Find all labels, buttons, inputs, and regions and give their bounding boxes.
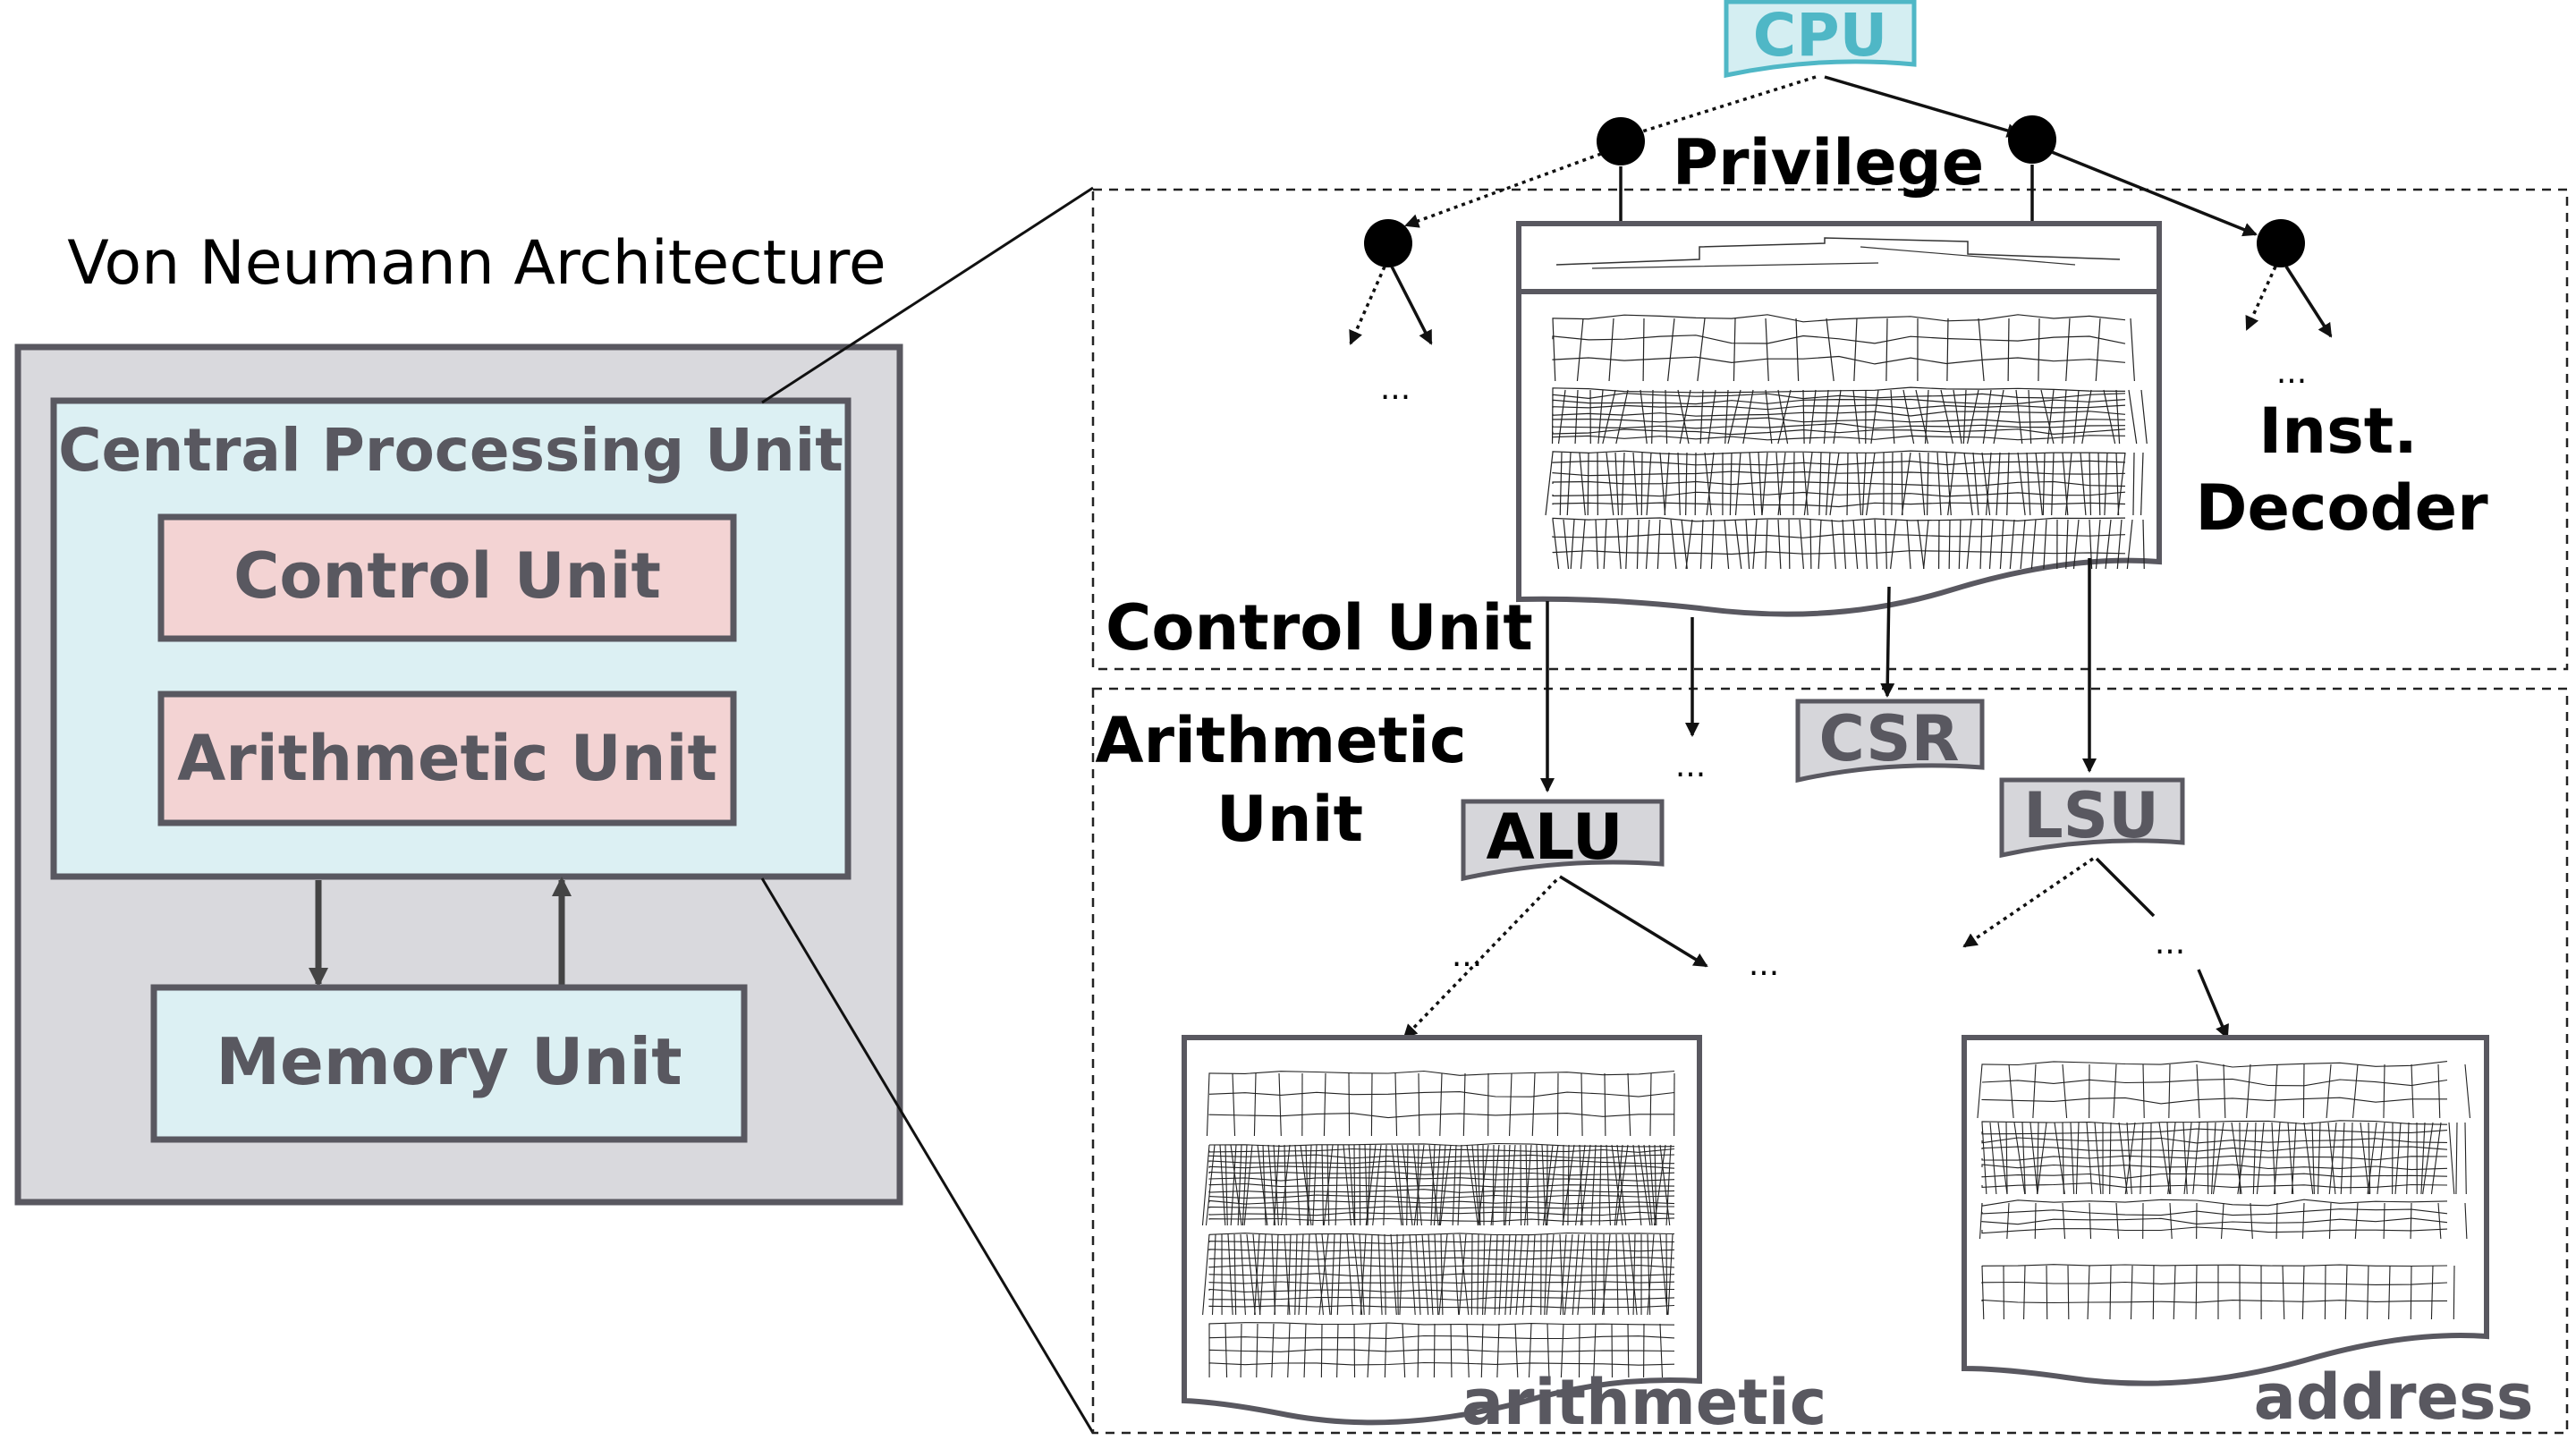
control-unit-region-label: Control Unit (1106, 591, 1533, 665)
edge-sub-right-b (2284, 266, 2333, 338)
ellipsis-lsu-right: ... (2155, 925, 2185, 962)
memory-unit-label: Memory Unit (216, 1024, 682, 1099)
ellipsis-alu-left: ... (1452, 937, 1482, 974)
edge-priv-left-far (1404, 152, 1602, 228)
alu-tag (1461, 799, 1665, 882)
csr-tag-label: CSR (1819, 702, 1960, 775)
address-doc-label: address (2254, 1360, 2534, 1434)
control-unit-region (1091, 188, 2569, 671)
privilege-node-right (2008, 115, 2056, 164)
von-neumann-title: Von Neumann Architecture (67, 228, 886, 299)
arithmetic-unit-label: Arithmetic Unit (177, 722, 717, 795)
privilege-node-left (1597, 117, 1645, 165)
edge-lsu-left (1962, 857, 2094, 948)
control-unit-label: Control Unit (233, 539, 661, 613)
privilege-label: Privilege (1673, 126, 1985, 199)
arithmetic-doc-label: arithmetic (1462, 1366, 1826, 1439)
csr-tag (1795, 699, 1985, 784)
ellipsis-cu-mid: ... (1675, 748, 1706, 784)
control-unit-box (157, 513, 737, 642)
edge-sub-left-b (1390, 266, 1433, 345)
sub-node-left (1364, 219, 1412, 267)
cpu-tag (1724, 0, 1917, 79)
lsu-tag-label: LSU (2023, 779, 2159, 852)
inst-decoder-label-line1: Inst. (2258, 394, 2418, 468)
edge-priv-right-far (2051, 150, 2258, 237)
edge-cu-to-csr (1880, 586, 1895, 698)
alu-tag-label: ALU (1486, 801, 1623, 874)
edge-cpu-left (1626, 75, 1817, 140)
cpu-box-label: Central Processing Unit (58, 416, 843, 485)
arithmetic-unit-region-label-line1: Arithmetic (1095, 704, 1466, 777)
zoom-line-top (761, 186, 1094, 404)
address-circuit-doc (1962, 1035, 2489, 1386)
edge-sub-left-a (1349, 266, 1386, 345)
ellipsis-left-sub: ... (1380, 370, 1411, 407)
control-unit-circuit-doc (1516, 221, 2162, 617)
ellipsis-alu-right: ... (1749, 946, 1779, 983)
arithmetic-unit-box (157, 691, 737, 826)
arithmetic-unit-region (1091, 687, 2569, 1435)
edge-sub-right-a (2245, 266, 2277, 331)
cpu-tag-label: CPU (1753, 1, 1887, 70)
zoom-line-bottom (760, 877, 1095, 1434)
inst-decoder-label-line2: Decoder (2195, 471, 2488, 545)
arithmetic-unit-region-label-line2: Unit (1216, 783, 1363, 856)
edge-lsu-right (2095, 857, 2156, 918)
edge-cpu-right (1824, 75, 2021, 138)
sub-node-right (2257, 219, 2305, 267)
ellipsis-right-sub: ... (2276, 354, 2307, 391)
edge-alu-right (1559, 875, 1708, 968)
arithmetic-circuit-doc (1182, 1035, 1702, 1426)
memory-unit-box (150, 984, 748, 1143)
lsu-tag (1999, 777, 2185, 859)
edge-lsu-right-down (2197, 969, 2229, 1039)
